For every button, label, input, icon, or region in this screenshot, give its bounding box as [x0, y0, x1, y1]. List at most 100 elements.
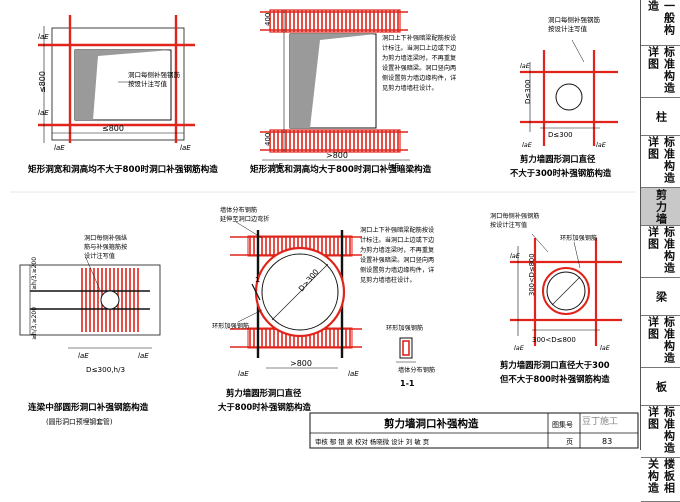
- dim-bottom: >800: [326, 151, 348, 160]
- lae-label: laE: [596, 141, 607, 149]
- dim-bottom: 300<D≤800: [532, 336, 576, 344]
- hidden-beam-bottom: [269, 129, 401, 153]
- detail-caption: 矩形洞宽和洞高均大于800时洞口补强暗梁构造: [249, 163, 432, 175]
- dim-side-bottom: ≥h/3,≥200: [31, 307, 38, 340]
- drawing-sheet: laE laE ≤800 ≤800 laE laE 洞口每侧补强钢筋 按设计注写…: [10, 9, 639, 449]
- dim-400: 400: [264, 133, 272, 146]
- detail-coupling-beam: ≥h/3,≥200 ≥h/3,≥200 laE laE D≤300,h/3 洞口…: [19, 234, 161, 426]
- dimension-lines: [43, 26, 184, 143]
- sidebar-tab[interactable]: 板: [641, 368, 680, 406]
- sidebar-tab-label: 标准构造详图: [646, 226, 676, 274]
- title-block-frame: [309, 412, 639, 449]
- sidebar-tab-label: 标准构造详图: [646, 406, 676, 454]
- sidebar-tab-label: 剪力墙: [654, 188, 668, 225]
- sidebar-tab-label: 柱: [654, 110, 668, 123]
- atlas-label: 图集号: [552, 420, 573, 429]
- section-cut-mark: 1: [255, 276, 260, 284]
- sidebar-tab-label: 标准构造详图: [646, 46, 676, 94]
- dim-bottom: D≤300,h/3: [86, 365, 125, 374]
- dim-side: 300<D≤800: [528, 253, 536, 296]
- lae-label: laE: [514, 344, 525, 352]
- lae-label: laE: [78, 352, 89, 360]
- detail-caption: 矩形洞宽和洞高均不大于800时洞口补强钢筋构造: [27, 163, 218, 175]
- dim-side: D≤300: [524, 79, 532, 104]
- sidebar-tab-label: 梁: [654, 290, 668, 303]
- detail-caption-line1: 剪力墙圆形洞口直径: [520, 154, 596, 164]
- note-text: 洞口每侧补强纵 筋与补强箍筋按 设计注写值: [84, 234, 129, 260]
- rebar-reinforcement: [260, 11, 408, 151]
- title-block: 剪力墙洞口补强构造 图集号 审核 郁 银 泉 校对 杨晓微 设计 刘 敏 页 页…: [309, 412, 639, 449]
- approval-row: 审核 郁 银 泉 校对 杨晓微 设计 刘 敏 页: [315, 437, 429, 446]
- sidebar-tab-label: 标准构造详图: [646, 316, 676, 364]
- lae-label: laE: [38, 109, 49, 117]
- dim-bottom: ≤800: [102, 124, 124, 133]
- rebar-reinforcement: [38, 15, 195, 143]
- sidebar-tab[interactable]: 标准构造详图: [641, 46, 680, 98]
- sidebar-tab[interactable]: 标准构造详图: [641, 136, 680, 188]
- chapter-sidebar: 一般构造标准构造详图柱标准构造详图剪力墙标准构造详图梁标准构造详图板标准构造详图…: [640, 0, 680, 502]
- drawing-title: 剪力墙洞口补强构造: [384, 417, 479, 430]
- dim-bottom: >800: [290, 359, 312, 368]
- dim-bottom: D≤300: [548, 131, 573, 139]
- detail-caption-line1: 剪力墙圆形洞口直径大于300: [500, 360, 610, 370]
- watermark: 豆丁施工: [582, 415, 618, 427]
- wall-outline: [51, 27, 185, 141]
- detail-caption-line2: 不大于300时补强钢筋构造: [510, 168, 612, 178]
- sidebar-tab-label: 标准构造详图: [646, 136, 676, 184]
- hidden-beam-top: [269, 9, 401, 33]
- detail-subcaption: (圆形洞口预埋钢套管): [46, 417, 113, 426]
- sidebar-tab-label: 楼板相关构造: [646, 458, 676, 494]
- lae-label: laE: [54, 144, 65, 152]
- detail-rect-small: laE laE ≤800 ≤800 laE laE 洞口每侧补强钢筋 按设计注写…: [27, 15, 218, 175]
- lae-label: laE: [600, 344, 611, 352]
- detail-caption-line1: 剪力墙圆形洞口直径: [226, 388, 302, 398]
- detail-caption: 连梁中部圆形洞口补强钢筋构造: [28, 401, 149, 413]
- detail-section-1-1: 洞口上下补强暗梁配筋按设 计标注。当洞口上边或下边 为剪力墙连梁时，不再重复 设…: [360, 226, 436, 388]
- rebar-reinforcement: [520, 50, 618, 146]
- ring-label: 环形加强钢筋: [560, 234, 597, 242]
- beam-longitudinal-bars: [30, 290, 150, 310]
- lae-label: laE: [38, 33, 49, 41]
- dim-400: 400: [264, 13, 272, 26]
- note-text: 洞口上下补强暗梁配筋按设 计标注。当洞口上边或下边 为剪力墙连梁时，不再重复 设…: [360, 226, 436, 284]
- lae-label: laE: [272, 162, 283, 170]
- detail-caption-line2: 大于800时补强钢筋构造: [218, 402, 311, 412]
- rebar-reinforcement: [510, 238, 622, 346]
- sidebar-tab-label: 板: [654, 380, 668, 393]
- lae-label: laE: [520, 62, 531, 70]
- sidebar-tab[interactable]: 梁: [641, 278, 680, 316]
- dim-side-top: ≥h/3,≥200: [31, 257, 38, 290]
- lae-label: laE: [510, 252, 521, 260]
- note-text: 洞口每侧补强钢筋 按设计注写值: [548, 15, 602, 33]
- dim-side: ≤800: [38, 71, 47, 93]
- hatch-region: [75, 50, 171, 120]
- sidebar-tab[interactable]: 标准构造详图: [641, 226, 680, 278]
- lae-label: laE: [238, 370, 249, 378]
- lae-label: laE: [180, 144, 191, 152]
- note-text: 洞口每侧补强钢筋 按设计注写值: [128, 70, 182, 88]
- sidebar-tab[interactable]: 剪力墙: [641, 188, 680, 226]
- detail-caption-line2: 但不大于800时补强钢筋构造: [499, 374, 610, 384]
- sidebar-tab[interactable]: 一般构造: [641, 0, 680, 46]
- round-opening: [100, 290, 120, 310]
- sidebar-tab[interactable]: 标准构造详图: [641, 316, 680, 368]
- sidebar-tab[interactable]: 楼板相关构造: [641, 458, 680, 502]
- sidebar-tab[interactable]: 标准构造详图: [641, 406, 680, 458]
- drawing-canvas: laE laE ≤800 ≤800 laE laE 洞口每侧补强钢筋 按设计注写…: [10, 9, 639, 449]
- sidebar-tab-label: 一般构造: [646, 0, 676, 36]
- lae-label: laE: [348, 370, 359, 378]
- sidebar-tab[interactable]: 柱: [641, 98, 680, 136]
- section-title: 1-1: [400, 379, 415, 388]
- detail-round-medium: 300<D≤800 300<D≤800 laE laE laE 洞口每侧补强钢筋…: [490, 212, 622, 384]
- lae-label: laE: [522, 141, 533, 149]
- hatch-region: [290, 34, 376, 128]
- note-text: 洞口上下补强暗梁配筋按设 计标注。当洞口上边或下边 为剪力墙连梁时，不再重复 设…: [382, 34, 458, 92]
- detail-round-small: D≤300 D≤300 laE laE laE 洞口每侧补强钢筋 按设计注写值 …: [510, 15, 618, 178]
- ring-label: 环形加强钢筋: [386, 324, 423, 332]
- section-rebar: [402, 340, 410, 356]
- ring-label: 环形加强钢筋: [212, 322, 249, 330]
- note-top: 墙体分布钢筋 延伸至洞口边弯折: [220, 206, 270, 223]
- detail-round-large: D>300 1 >800 laE laE 墙体分布钢筋 延伸至洞口边弯折 环形加…: [212, 206, 362, 412]
- round-opening: [555, 83, 583, 111]
- page-number: 83: [602, 437, 612, 446]
